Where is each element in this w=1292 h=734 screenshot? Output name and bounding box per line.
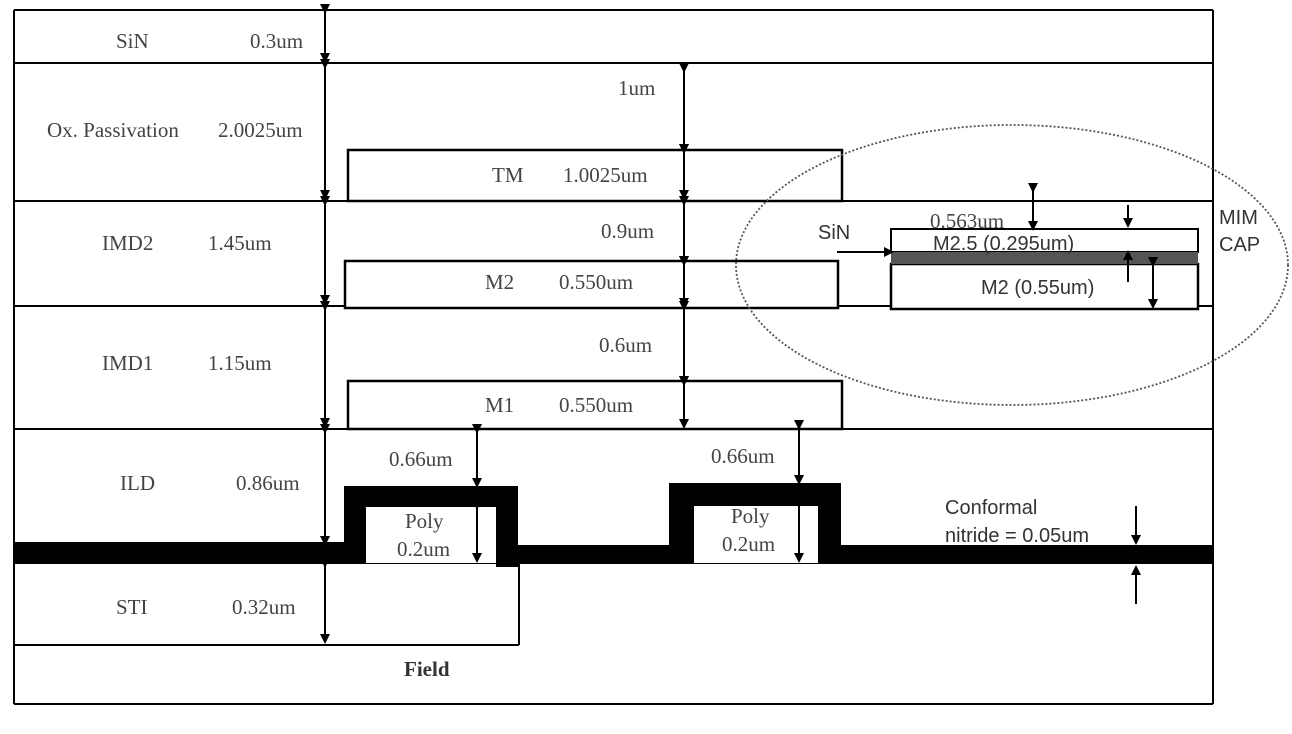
m2-thickness: 0.550um (559, 270, 633, 294)
mim-cap-title-line2: CAP (1219, 234, 1260, 256)
spacing-above-m1: 0.6um (599, 333, 652, 357)
layer-thickness-ox: 2.0025um (218, 118, 303, 142)
outer-frame (13, 9, 1214, 705)
mim-sin-layer (891, 252, 1198, 264)
layer-thickness-imd1: 1.15um (208, 351, 272, 375)
nitride-label-line1: Conformal (945, 497, 1037, 519)
poly-1-sidewall-notch (496, 563, 518, 567)
mim-m2-label: M2 (0.55um) (981, 277, 1094, 299)
layer-name-ild: ILD (120, 471, 155, 495)
middle-dimension-arrows (472, 63, 804, 563)
mim-cap-title-line1: MIM (1219, 207, 1258, 229)
nitride-label-line2: nitride = 0.05um (945, 525, 1089, 547)
layer-name-imd1: IMD1 (102, 351, 153, 375)
mim-m2-box (889, 262, 1200, 311)
layer-name-sti: STI (116, 595, 148, 619)
tm-metal (346, 148, 844, 203)
poly1-thickness: 0.2um (397, 537, 450, 561)
tm-thickness: 1.0025um (563, 163, 648, 187)
m1-thickness: 0.550um (559, 393, 633, 417)
conformal-nitride (14, 483, 1213, 564)
layer-name-sin: SiN (116, 29, 149, 53)
layer-thickness-sin: 0.3um (250, 29, 303, 53)
layer-thickness-imd2: 1.45um (208, 231, 272, 255)
mim-cap-highlight (735, 124, 1289, 406)
poly1-label: Poly (405, 509, 444, 533)
m2-name: M2 (485, 270, 514, 294)
poly2-thickness: 0.2um (722, 532, 775, 556)
spacing-above-tm: 1um (618, 76, 655, 100)
mim-m25-label: M2.5 (0.295um) (933, 233, 1074, 255)
spacing-above-m2: 0.9um (601, 219, 654, 243)
mim-top-gap: 0.563um (930, 209, 1004, 233)
poly2-label: Poly (731, 504, 770, 528)
mim-dimension-arrows (837, 183, 1158, 604)
layer-thickness-ild: 0.86um (236, 471, 300, 495)
layer-name-ox: Ox. Passivation (47, 118, 179, 142)
spacing-poly2-gap: 0.66um (711, 444, 775, 468)
spacing-poly1-gap: 0.66um (389, 447, 453, 471)
m1-name: M1 (485, 393, 514, 417)
mim-sin-label: SiN (818, 222, 850, 244)
layer-thickness-sti: 0.32um (232, 595, 296, 619)
m1-metal (346, 379, 844, 431)
layer-name-imd2: IMD2 (102, 231, 153, 255)
tm-name: TM (492, 163, 524, 187)
field-label: Field (404, 657, 450, 681)
m2-metal (343, 259, 840, 310)
